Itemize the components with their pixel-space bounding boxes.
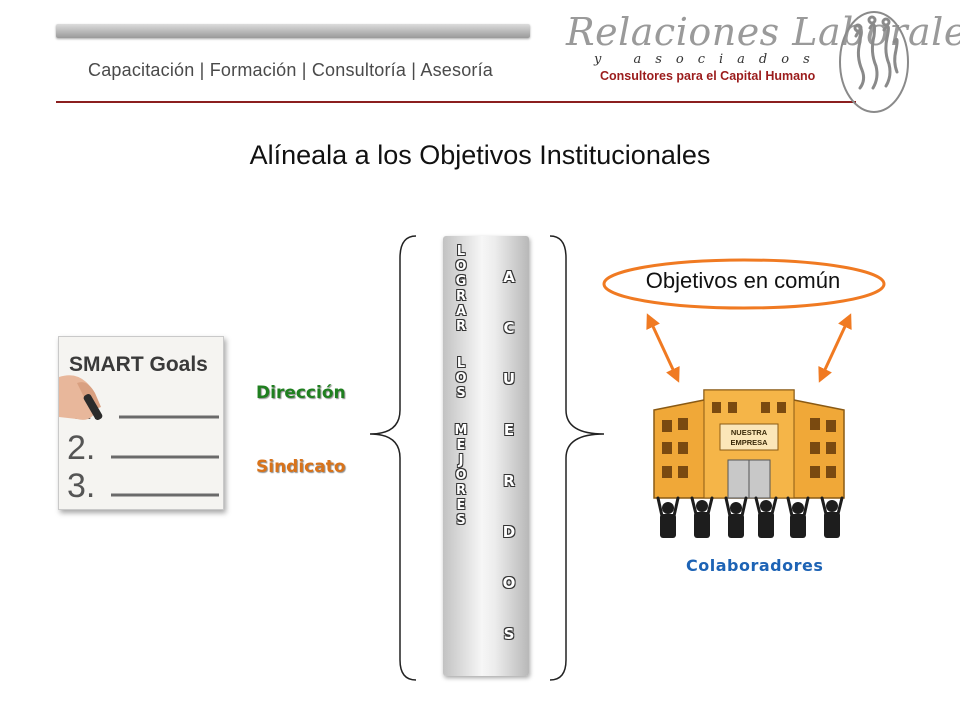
arrow-right-icon [818,313,852,383]
objectives-ellipse [602,258,886,383]
objectives-label: Objetivos en común [645,268,841,293]
label-direccion: Dirección [256,383,346,403]
brand-name: Relaciones Laborales [566,10,960,54]
smart-item-3: 3. [67,467,95,505]
building-sign-line-2: EMPRESA [730,438,768,447]
smart-goals-heading: SMART Goals [69,353,208,376]
center-brace [369,235,605,681]
header-tagline: Capacitación | Formación | Consultoría |… [88,60,494,80]
label-sindicato: Sindicato [256,457,346,477]
lograr-letter: E [456,498,466,513]
lograr-letter: J [458,453,464,468]
header-divider [56,101,856,103]
lograr-letter: M [454,423,468,438]
lograr-letter: L [456,356,466,371]
lograr-letter: O [455,371,467,386]
lograr-letter: G [455,274,467,289]
center-column-panel [443,236,529,676]
lograr-letter: O [455,468,467,483]
vertical-text-acuerdos: A C U E R D O S [498,268,520,676]
lograr-letter: R [455,289,466,304]
brand-asociados: y asociados [594,52,824,67]
lograr-letter: A [455,304,467,319]
lograr-letter: L [456,244,466,259]
page-title: Alíneala a los Objetivos Institucionales [249,140,711,170]
smart-item-2: 2. [67,429,95,467]
arrow-left-icon [646,313,680,383]
lograr-letter: O [455,259,467,274]
lograr-letter: S [456,386,466,401]
acuerdos-letter: U [502,370,516,388]
acuerdos-letter: A [503,268,515,286]
acuerdos-letter: O [502,574,516,592]
building-sign-line-1: NUESTRA [731,428,768,437]
acuerdos-letter: S [503,625,515,643]
lograr-letter: S [456,513,466,528]
acuerdos-letter: D [502,523,516,541]
people-circle-logo-icon [839,11,909,113]
acuerdos-letter: C [503,319,515,337]
acuerdos-letter: R [503,472,515,490]
acuerdos-letter: E [503,421,515,439]
header-bar [56,24,530,38]
brand-subtitle: Consultores para el Capital Humano [600,69,816,83]
lograr-letter: E [456,438,466,453]
lograr-letter: R [455,483,466,498]
colaboradores-caption: Colaboradores [686,556,824,575]
smart-goals-image: SMART Goals 1. 2. 3. [58,336,224,510]
lograr-letter: R [455,319,466,334]
building-illustration: NUESTRA EMPRESA [653,389,845,538]
